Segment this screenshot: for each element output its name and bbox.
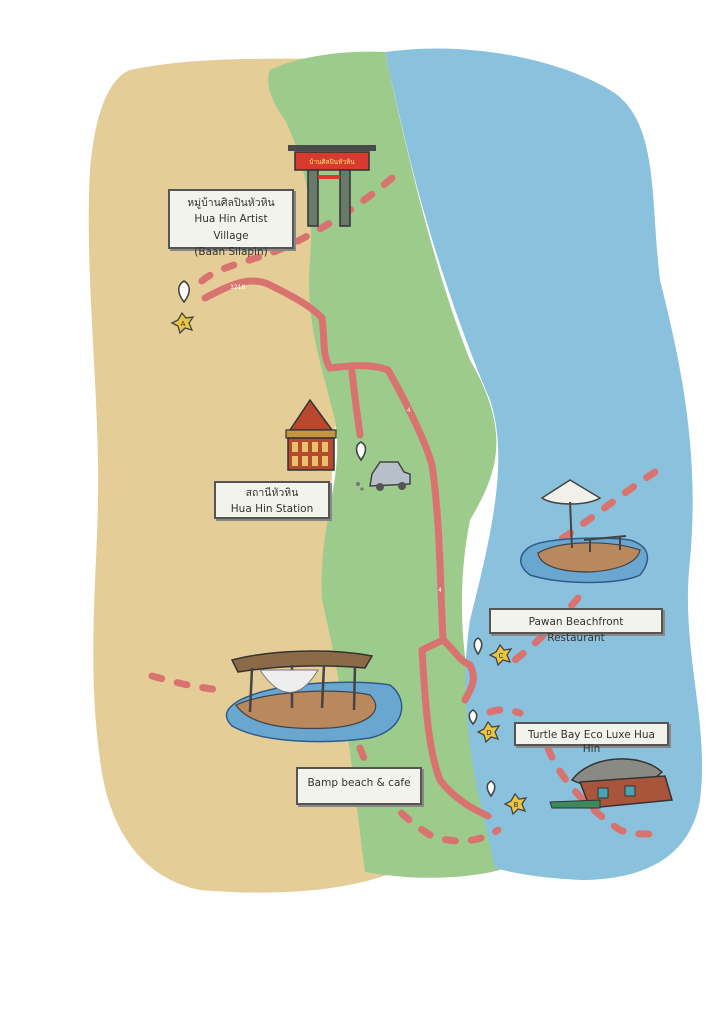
artist-village-english: Hua Hin Artist Village: [194, 213, 268, 242]
road-3218: [201, 277, 447, 644]
star-badge-icon[interactable]: A: [170, 311, 195, 335]
artist-village-thai: หมู่บ้านศิลปินหัวหิน: [187, 197, 275, 209]
star-badge-icon[interactable]: C: [488, 643, 513, 667]
road-branch-station: [348, 368, 364, 439]
artist-village-subtitle: (Baan Silapin): [194, 245, 268, 258]
station-english: Hua Hin Station: [230, 503, 314, 516]
sea: [385, 48, 703, 881]
road-network: [201, 277, 492, 820]
bamp-name: Bamp beach & cafe: [307, 777, 411, 789]
beach-hut-icon: [225, 650, 403, 743]
marker-b-label: B: [514, 801, 519, 809]
road-spur: [439, 636, 477, 704]
gate-icon: บ้านศิลปินหัวหิน: [288, 145, 376, 227]
location-pin-icon[interactable]: [355, 441, 367, 462]
star-badge-icon[interactable]: D: [476, 720, 501, 744]
location-pin-icon[interactable]: [177, 280, 191, 304]
road-number-3218: 3218: [230, 284, 245, 291]
eco-dome-icon: [549, 758, 673, 809]
marker-a-label: A: [181, 320, 186, 328]
label-turtle-bay[interactable]: Turtle Bay Eco Luxe Hua Hin: [514, 722, 669, 755]
star-badge-icon[interactable]: B: [503, 792, 528, 816]
marker-d-label: D: [486, 729, 491, 737]
beach-umbrella-icon: [520, 479, 649, 584]
road-number-4-north: 4: [407, 407, 411, 414]
gate-sign-text: บ้านศิลปินหัวหิน: [309, 158, 355, 166]
label-pawan-restaurant[interactable]: Pawan Beachfront Restaurant: [489, 608, 663, 644]
label-hua-hin-station[interactable]: สถานีหัวหิน Hua Hin Station: [214, 481, 330, 519]
location-pin-icon[interactable]: [473, 637, 483, 656]
location-pin-icon[interactable]: [468, 709, 478, 726]
pawan-name: Pawan Beachfront Restaurant: [528, 616, 624, 644]
marker-c-label: C: [499, 652, 504, 660]
label-artist-village[interactable]: หมู่บ้านศิลปินหัวหิน Hua Hin Artist Vill…: [168, 189, 294, 258]
turtle-bay-name: Turtle Bay Eco Luxe Hua Hin: [528, 729, 655, 755]
station-thai: สถานีหัวหิน: [245, 487, 299, 499]
label-bamp-beach[interactable]: Bamp beach & cafe: [296, 767, 422, 805]
station-building-icon: [285, 398, 337, 471]
car-icon: [356, 461, 411, 491]
road-number-4-south: 4: [438, 587, 442, 594]
location-pin-icon[interactable]: [486, 780, 496, 798]
road-coast: [418, 636, 492, 820]
